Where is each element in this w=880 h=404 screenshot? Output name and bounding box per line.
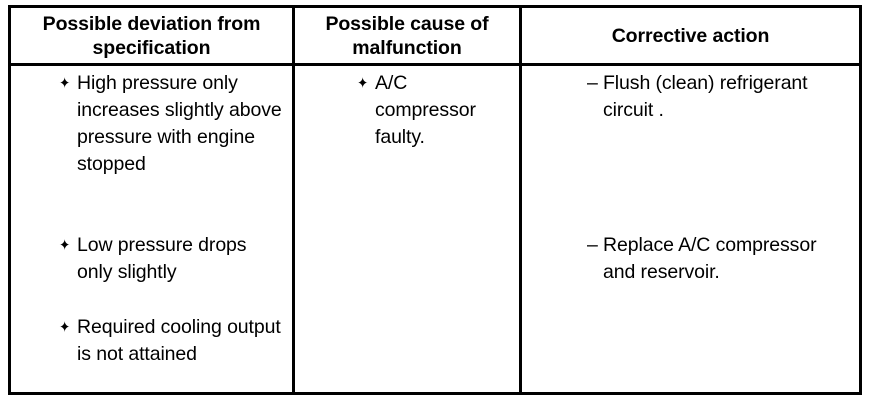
column-divider-2: [519, 8, 522, 392]
column-header-cause: Possible cause of malfunction: [295, 8, 519, 63]
list-item: – Flush (clean) refrigerant circuit .: [587, 70, 857, 124]
list-item-text: High pressure only increases slightly ab…: [77, 72, 282, 175]
list-item: ✦ Required cooling output is not attaine…: [59, 314, 284, 368]
list-item: ✦ Low pressure drops only slightly: [59, 232, 287, 286]
list-item-text: Required cooling output is not attained: [77, 316, 281, 365]
diamond-bullet-icon: ✦: [59, 319, 71, 336]
column-header-deviation-line2: specification: [92, 36, 211, 59]
list-item-text: A/C compressor faulty.: [375, 72, 476, 148]
column-header-cause-line2: malfunction: [352, 36, 462, 59]
column-header-action-line1: Corrective action: [611, 24, 770, 47]
header-divider: [11, 63, 859, 66]
column-header-deviation-line1: Possible deviation from: [42, 12, 261, 35]
column-body-action: – Flush (clean) refrigerant circuit . – …: [522, 66, 859, 392]
column-header-action: Corrective action: [522, 8, 859, 63]
column-body-deviation: ✦ High pressure only increases slightly …: [11, 66, 292, 392]
column-header-cause-line1: Possible cause of: [325, 12, 489, 35]
list-item-text: Flush (clean) refrigerant circuit .: [603, 72, 808, 121]
list-item: ✦ High pressure only increases slightly …: [59, 70, 284, 178]
column-header-deviation: Possible deviation from specification: [11, 8, 292, 63]
list-item: ✦ A/C compressor faulty.: [357, 70, 507, 151]
column-divider-1: [292, 8, 295, 392]
list-item: – Replace A/C compressor and reservoir.: [587, 232, 847, 286]
dash-bullet-icon: –: [587, 234, 598, 256]
diamond-bullet-icon: ✦: [59, 237, 71, 254]
list-item-text: Replace A/C compressor and reservoir.: [603, 234, 817, 283]
diamond-bullet-icon: ✦: [357, 75, 369, 92]
column-body-cause: ✦ A/C compressor faulty.: [295, 66, 519, 392]
diamond-bullet-icon: ✦: [59, 75, 71, 92]
dash-bullet-icon: –: [587, 72, 598, 94]
troubleshooting-table: Possible deviation from specification Po…: [8, 5, 862, 395]
list-item-text: Low pressure drops only slightly: [77, 234, 247, 283]
